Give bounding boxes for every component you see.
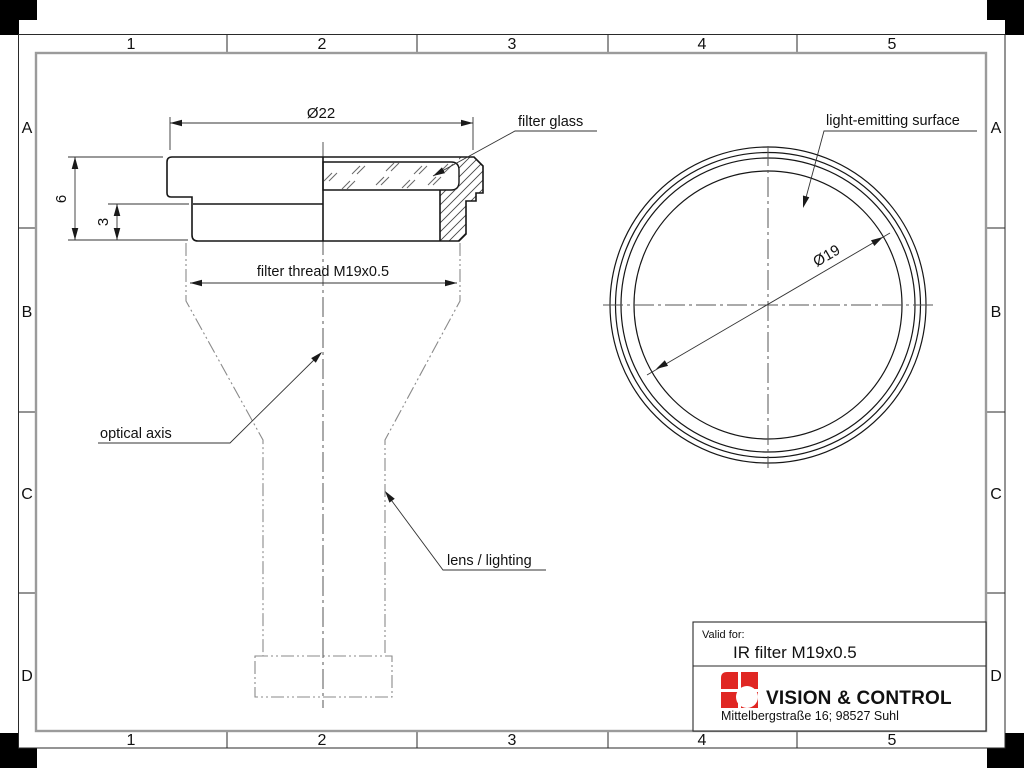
vision-control-logo xyxy=(721,672,758,708)
sheet-frame xyxy=(18,34,1006,749)
front-view-centerlines xyxy=(603,146,937,468)
zone-references: 1 2 3 4 5 1 2 3 4 5 A B C D A B C D xyxy=(21,36,1002,749)
zone-row-label: C xyxy=(21,486,33,503)
light-emitting-surface-label: light-emitting surface xyxy=(826,113,960,129)
lens-lighting-phantom-outline xyxy=(185,243,461,698)
filter-glass-label: filter glass xyxy=(518,114,583,130)
optical-axis-label: optical axis xyxy=(100,426,172,442)
company-name: VISION & CONTROL xyxy=(766,688,952,709)
zone-col-label: 1 xyxy=(127,36,136,53)
zone-row-label: C xyxy=(990,486,1002,503)
dim-thread-label: filter thread M19x0.5 xyxy=(257,264,389,280)
callout-optical-axis: optical axis xyxy=(98,352,322,444)
zone-col-label: 3 xyxy=(508,732,517,749)
zone-row-label: D xyxy=(990,668,1002,685)
zone-col-label: 5 xyxy=(888,732,897,749)
zone-col-label: 5 xyxy=(888,36,897,53)
zone-col-label: 3 xyxy=(508,36,517,53)
zone-col-label: 1 xyxy=(127,732,136,749)
zone-col-label: 2 xyxy=(318,732,327,749)
valid-for-label: Valid for: xyxy=(702,629,745,641)
dim-thread-length: 3 xyxy=(95,218,112,226)
product-name: IR filter M19x0.5 xyxy=(733,643,857,662)
logo-ball xyxy=(736,686,758,708)
zone-col-label: 2 xyxy=(318,36,327,53)
callout-light-emitting-surface: light-emitting surface xyxy=(802,113,977,208)
section-dimension-arrows xyxy=(71,119,473,287)
dim-light-diameter: Ø19 xyxy=(810,242,843,271)
dim-outer-diameter: Ø22 xyxy=(307,105,335,122)
zone-col-label: 4 xyxy=(698,36,707,53)
zone-row-label: B xyxy=(22,304,33,321)
glass-hatch-marks xyxy=(323,162,454,190)
callout-filter-glass: filter glass xyxy=(432,114,597,177)
callout-lens-lighting: lens / lighting xyxy=(385,491,546,571)
zone-row-label: A xyxy=(22,120,33,137)
filter-glass-pane xyxy=(322,161,460,191)
company-address: Mittelbergstraße 16; 98527 Suhl xyxy=(721,709,899,723)
zone-row-label: A xyxy=(991,120,1002,137)
zone-row-label: B xyxy=(991,304,1002,321)
title-block: Valid for: IR filter M19x0.5 VISION & CO… xyxy=(692,621,987,732)
dim-total-height: 6 xyxy=(53,195,70,203)
lens-lighting-label: lens / lighting xyxy=(447,553,532,569)
zone-col-label: 4 xyxy=(698,732,707,749)
filter-holder-outline xyxy=(166,156,484,242)
drawing-area-border xyxy=(34,51,988,733)
section-view: Ø22 6 3 filter thread M19x0.5 filter gla… xyxy=(53,105,597,708)
section-dimension-lines xyxy=(68,117,474,284)
zone-row-label: D xyxy=(21,668,33,685)
front-view: Ø19 light-emitting surface xyxy=(603,113,977,468)
